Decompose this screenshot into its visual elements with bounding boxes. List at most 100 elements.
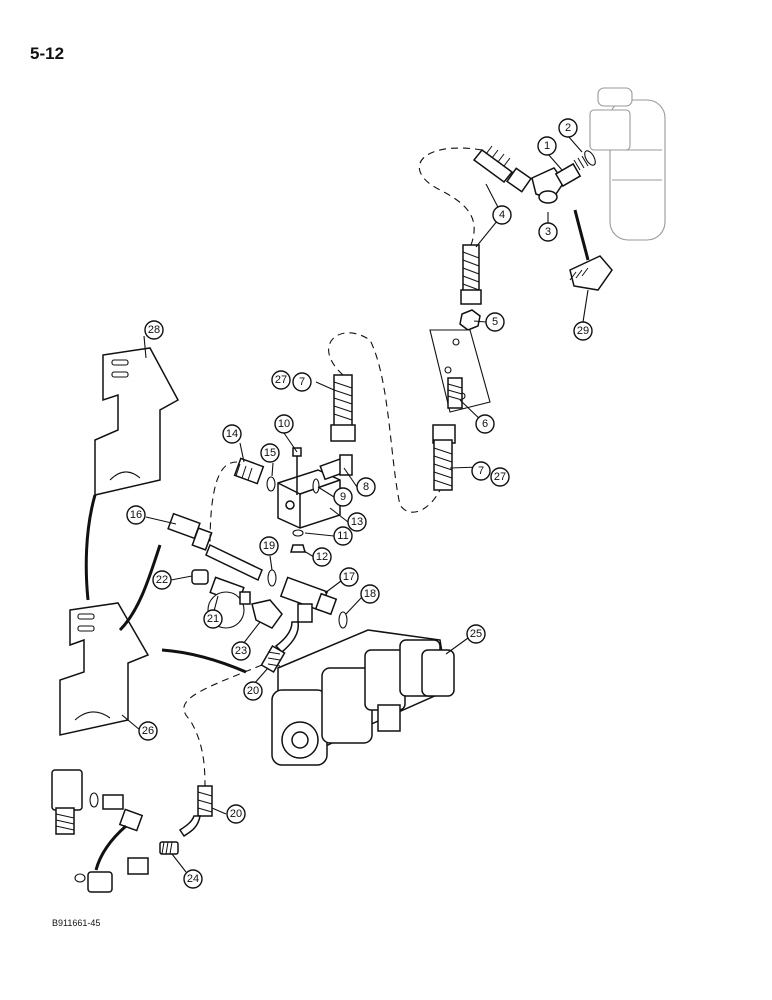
callout-4: 4 (492, 205, 512, 225)
callout-25: 25 (466, 624, 486, 644)
callout-27-lower: 27 (490, 467, 510, 487)
leader-lines (121, 135, 589, 873)
washer-11 (292, 529, 304, 537)
callout-11: 11 (333, 526, 353, 546)
svg-text:26: 26 (142, 725, 154, 737)
callout-7-lower: 7 (471, 461, 491, 481)
svg-text:17: 17 (343, 571, 355, 583)
svg-text:12: 12 (316, 551, 328, 563)
callout-26: 26 (138, 721, 158, 741)
hose-4 (460, 145, 533, 305)
hose-7-lower (432, 424, 456, 491)
callout-20-lower: 20 (226, 804, 246, 824)
svg-text:7: 7 (478, 465, 484, 477)
callout-12: 12 (312, 547, 332, 567)
o-ring-19 (267, 569, 277, 587)
o-ring-9 (312, 478, 320, 494)
callout-20-upper: 20 (243, 681, 263, 701)
callout-17: 17 (339, 567, 359, 587)
hose-20-path (183, 664, 263, 791)
nut-12 (290, 544, 306, 553)
hose-4-path (418, 147, 483, 246)
figure-code: B911661-45 (52, 918, 101, 928)
hydraulic-pump-25 (271, 629, 455, 766)
fitting-elbow-3 (531, 167, 565, 204)
callout-29: 29 (573, 321, 593, 341)
fitting-24 (159, 841, 179, 855)
svg-text:4: 4 (499, 209, 505, 221)
elbow-fitting-8 (319, 454, 353, 481)
svg-text:5: 5 (492, 316, 498, 328)
callout-1: 1 (537, 136, 557, 156)
tee-fitting-17 (279, 576, 338, 623)
svg-text:27: 27 (494, 471, 506, 483)
arrow-to-inset (118, 544, 162, 632)
callout-7-upper: 7 (292, 372, 312, 392)
callout-5: 5 (485, 312, 505, 332)
arrow-to-sensor (573, 209, 590, 261)
callout-18: 18 (360, 584, 380, 604)
callout-15: 15 (260, 443, 280, 463)
svg-text:20: 20 (230, 808, 242, 820)
svg-text:1: 1 (544, 140, 550, 152)
svg-text:16: 16 (130, 509, 142, 521)
fitting-14 (233, 457, 265, 485)
callout-3: 3 (538, 222, 558, 242)
callout-22: 22 (152, 570, 172, 590)
svg-text:2: 2 (565, 122, 571, 134)
callout-19: 19 (259, 536, 279, 556)
callout-6: 6 (475, 414, 495, 434)
dashed-link-14-16 (209, 461, 238, 546)
bracket-26 (59, 602, 150, 736)
svg-text:25: 25 (470, 628, 482, 640)
arrow-to-pump (161, 648, 247, 674)
fitting-16 (167, 512, 213, 551)
o-ring-18 (338, 611, 348, 629)
callout-10: 10 (274, 414, 294, 434)
hose-7-upper (330, 374, 356, 442)
svg-text:7: 7 (299, 376, 305, 388)
nut-5 (459, 309, 481, 331)
fitting-6 (447, 377, 463, 409)
svg-text:13: 13 (351, 516, 363, 528)
callout-27-upper: 27 (271, 370, 291, 390)
bracket-link (84, 494, 97, 601)
hose-7-path (328, 332, 441, 513)
svg-text:8: 8 (363, 481, 369, 493)
svg-text:10: 10 (278, 418, 290, 430)
svg-text:23: 23 (235, 645, 247, 657)
elbow-23 (251, 599, 283, 629)
callout-2: 2 (558, 118, 578, 138)
plug-22 (191, 569, 209, 585)
steering-valve-ghost (589, 87, 666, 241)
callout-24: 24 (183, 869, 203, 889)
bracket-28 (94, 347, 180, 496)
o-ring-2 (584, 150, 596, 166)
svg-text:9: 9 (340, 491, 346, 503)
tube-16 (205, 543, 263, 582)
svg-text:19: 19 (263, 540, 275, 552)
callout-16: 16 (126, 505, 146, 525)
page-number: 5-12 (30, 44, 65, 63)
inset-assembly (51, 769, 149, 893)
svg-text:21: 21 (207, 613, 219, 625)
connector-1 (554, 155, 589, 188)
svg-text:29: 29 (577, 325, 589, 337)
svg-text:6: 6 (482, 418, 488, 430)
svg-text:24: 24 (187, 873, 199, 885)
o-ring-15 (266, 476, 276, 492)
callout-28: 28 (144, 320, 164, 340)
callout-23: 23 (231, 641, 251, 661)
svg-text:18: 18 (364, 588, 376, 600)
svg-text:27: 27 (275, 374, 287, 386)
callout-9: 9 (333, 487, 353, 507)
valve-block-13 (277, 469, 341, 529)
svg-text:3: 3 (545, 226, 551, 238)
callout-8: 8 (356, 477, 376, 497)
callout-21: 21 (203, 609, 223, 629)
sensor-29 (569, 255, 613, 291)
svg-text:14: 14 (226, 428, 238, 440)
svg-text:20: 20 (247, 685, 259, 697)
callout-14: 14 (222, 424, 242, 444)
